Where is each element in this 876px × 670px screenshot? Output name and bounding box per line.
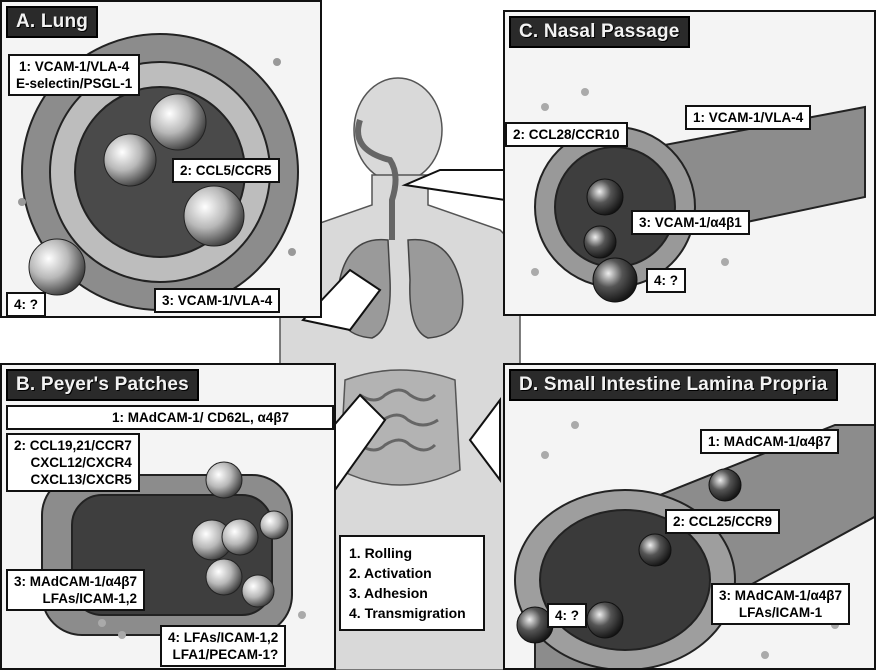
panel-lung-title: A. Lung [6,6,98,38]
intestine-step3-label: 3: MAdCAM-1/α4β7 LFAs/ICAM-1 [711,583,850,625]
intestine-step2-label: 2: CCL25/CCR9 [665,509,780,534]
lung-step4-label: 4: ? [6,292,46,317]
panel-lung: A. Lung 1: VCAM-1/VLA-4 E-selectin/PSGL-… [0,0,322,318]
nasal-step3-label: 3: VCAM-1/α4β1 [631,210,750,235]
panel-nasal: C. Nasal Passage 1: VCAM-1/VLA-4 2: CCL2… [503,10,876,316]
intestine-step1-label: 1: MAdCAM-1/α4β7 [700,429,839,454]
lung-step3-label: 3: VCAM-1/VLA-4 [154,288,280,313]
peyers-step3-label: 3: MAdCAM-1/α4β7 LFAs/ICAM-1,2 [6,569,145,611]
legend-item-adhesion: 3. Adhesion [349,583,475,603]
panel-peyers-title: B. Peyer's Patches [6,369,199,401]
legend-item-transmigration: 4. Transmigration [349,603,475,623]
intestine-step4-label: 4: ? [547,603,587,628]
lung-step2-label: 2: CCL5/CCR5 [172,158,280,183]
panel-peyers: B. Peyer's Patches 1: MAdCAM-1/ CD62L, α… [0,363,336,670]
nasal-step1-label: 1: VCAM-1/VLA-4 [685,105,811,130]
steps-legend: 1. Rolling 2. Activation 3. Adhesion 4. … [339,535,485,631]
panel-intestine: D. Small Intestine Lamina Propria 1: MAd… [503,363,876,670]
panel-nasal-title: C. Nasal Passage [509,16,690,48]
peyers-step2-label: 2: CCL19,21/CCR7 CXCL12/CXCR4 CXCL13/CXC… [6,433,140,492]
nasal-step4-label: 4: ? [646,268,686,293]
peyers-step1-label: 1: MAdCAM-1/ CD62L, α4β7 [6,405,334,430]
lung-step1-label: 1: VCAM-1/VLA-4 E-selectin/PSGL-1 [8,54,140,96]
legend-item-activation: 2. Activation [349,563,475,583]
legend-item-rolling: 1. Rolling [349,543,475,563]
nasal-step2-label: 2: CCL28/CCR10 [505,122,628,147]
nasal-vessel-illustration [505,12,876,316]
panel-intestine-title: D. Small Intestine Lamina Propria [509,369,838,401]
peyers-step4-label: 4: LFAs/ICAM-1,2 LFA1/PECAM-1? [160,625,286,667]
